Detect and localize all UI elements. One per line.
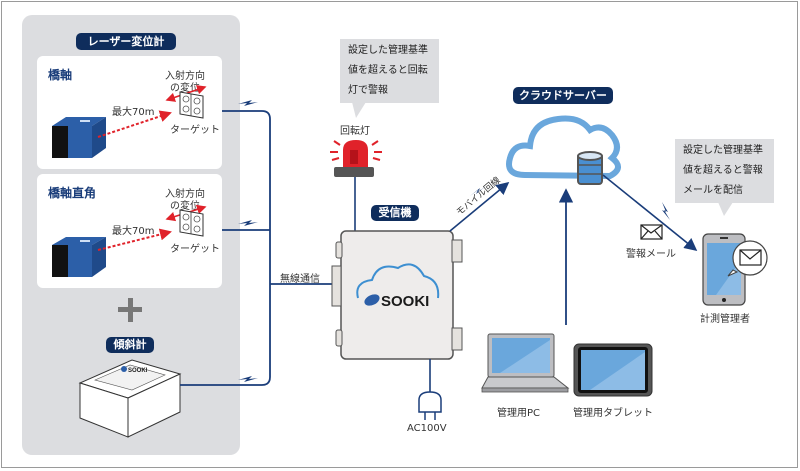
- manager-label: 計測管理者: [700, 314, 750, 325]
- bridge-axis-title: 橋軸: [48, 68, 73, 82]
- tilt-meter-title: 傾斜計: [106, 337, 154, 353]
- mobile-signal-icon: [470, 186, 486, 196]
- alert-mail-arrow: [602, 174, 698, 252]
- wireless-connections: [180, 110, 338, 386]
- laptop-icon: [481, 333, 570, 393]
- callout-line: 値を超えると回転: [348, 65, 428, 76]
- smartphone-icon: [702, 233, 768, 306]
- target-label-1: ターゲット: [170, 125, 220, 136]
- target-label-2: ターゲット: [170, 244, 220, 255]
- laser-device-icon-1: [52, 117, 106, 158]
- tablet-icon: [573, 343, 653, 397]
- displacement-label-1a: 入射方向: [165, 71, 205, 82]
- callout-line: 灯で警報: [348, 85, 388, 96]
- mobile-line-arrow: [449, 181, 510, 232]
- callout-pointer-2: [718, 202, 733, 216]
- callout-line: 設定した管理基準: [348, 45, 428, 56]
- receiver-box-icon: SOOKI: [331, 230, 463, 360]
- callout-line: 値を超えると警報: [683, 165, 763, 176]
- mail-signal-icon: [662, 202, 670, 220]
- laser-group-title: レーザー変位計: [76, 33, 176, 50]
- callout-pointer-1: [352, 102, 366, 118]
- callout-line: メールを配信: [683, 185, 743, 196]
- target-icon-2: [179, 209, 204, 237]
- plus-icon: [118, 298, 142, 322]
- pc-label: 管理用PC: [497, 408, 541, 419]
- target-icon-1: [179, 91, 204, 119]
- tablet-label: 管理用タブレット: [573, 408, 653, 419]
- rotating-light-label: 回転灯: [340, 126, 370, 137]
- range-label-2: 最大70m: [112, 226, 155, 237]
- range-label-1: 最大70m: [112, 107, 155, 118]
- laser-device-icon-2: [52, 237, 106, 277]
- laser-beam-1: [97, 110, 172, 138]
- alert-mail-callout: 設定した管理基準 値を超えると警報 メールを配信: [675, 139, 774, 203]
- database-icon: [577, 151, 603, 185]
- receiver-title: 受信機: [371, 205, 419, 221]
- bridge-perpendicular-title: 橋軸直角: [48, 186, 97, 200]
- svg-text:SOOKI: SOOKI: [381, 293, 429, 310]
- power-plug-icon: [418, 391, 442, 420]
- power-label: AC100V: [407, 423, 447, 434]
- rotating-light-icon: [330, 140, 382, 177]
- wireless-label: 無線通信: [280, 274, 320, 285]
- mail-envelope-icon: [640, 224, 663, 240]
- rotating-light-callout: 設定した管理基準 値を超えると回転 灯で警報: [340, 39, 439, 103]
- laser-beam-2: [97, 228, 172, 251]
- tilt-meter-icon: SOOKI: [78, 359, 182, 438]
- callout-line: 設定した管理基準: [683, 145, 763, 156]
- svg-text:SOOKI: SOOKI: [128, 368, 148, 374]
- displacement-label-2a: 入射方向: [165, 189, 205, 200]
- cloud-server-title: クラウドサーバー: [513, 87, 613, 104]
- alert-mail-label: 警報メール: [626, 249, 676, 260]
- wireless-signal-icons: [238, 100, 258, 382]
